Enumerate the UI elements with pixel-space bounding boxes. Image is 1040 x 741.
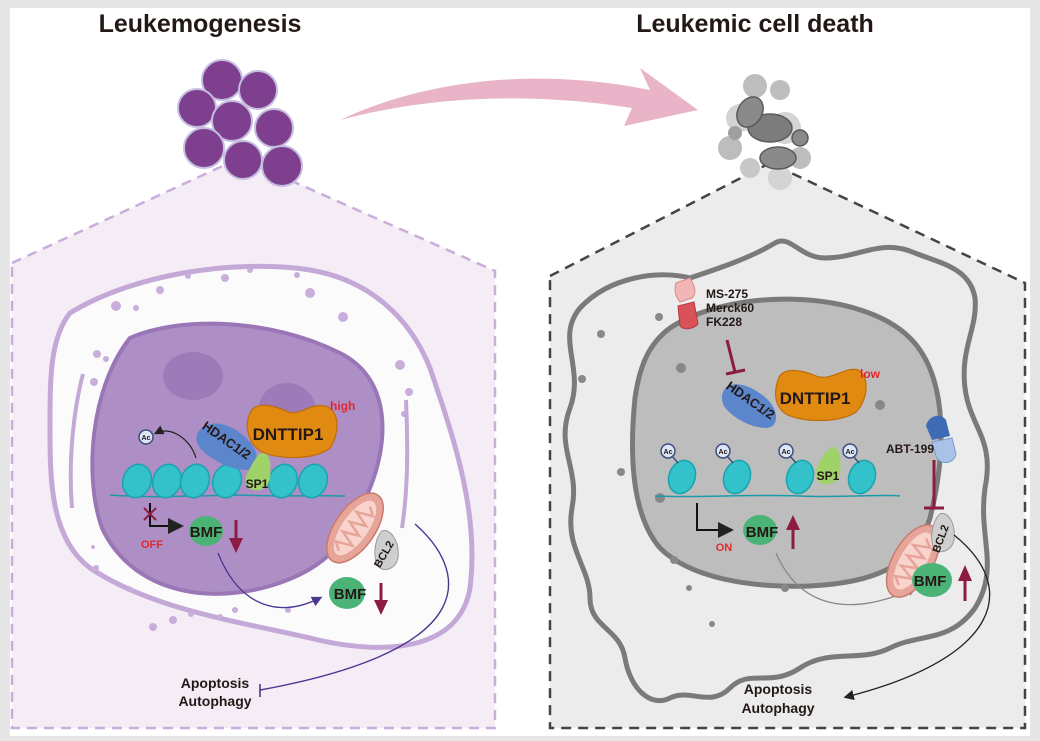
- down-arrow-head: [374, 600, 388, 615]
- bmf-cytoplasm-label: BMF: [334, 586, 367, 603]
- mitochondrion-icon: [326, 492, 384, 564]
- figure-svg: Leukemogenesis Leukemic cell death: [10, 10, 1027, 730]
- sp1-label: SP1: [817, 469, 840, 483]
- right-panel-title: Leukemic cell death: [636, 10, 874, 38]
- acetyl-group-icon: [138, 429, 154, 445]
- deacetylation-arrow: [153, 425, 197, 459]
- bmf-nucleus-label: BMF: [190, 524, 223, 541]
- dnttip1-label: DNTTIP1: [253, 425, 324, 444]
- er-membrane: [68, 373, 85, 509]
- bcl2-protein-icon: [374, 529, 399, 571]
- drug-label-ms275: MS-275: [706, 287, 748, 301]
- bcl2-inhibitor-label: ABT-199: [886, 442, 934, 456]
- acetyl-label: Ac: [142, 435, 151, 442]
- acetyl-label: Ac: [782, 449, 791, 456]
- left-panel-title: Leukemogenesis: [99, 10, 302, 38]
- dna-strand: [654, 494, 901, 498]
- hdac-inhibitor-capsule-icon: [674, 277, 699, 330]
- bmf-protein-icon: [912, 563, 952, 597]
- er-membrane: [400, 399, 410, 529]
- outcome-label-line2: Autophagy: [178, 693, 251, 709]
- transcription-start-arrow: [696, 503, 734, 538]
- drug-label-merck60: Merck60: [706, 301, 754, 315]
- outcome-label-line2: Autophagy: [741, 700, 814, 716]
- leukemic-cell-cluster-icon: [177, 59, 303, 187]
- outcome-label-line1: Apoptosis: [181, 675, 250, 691]
- up-arrow-head: [786, 515, 800, 530]
- up-arrow-head: [958, 565, 972, 581]
- sp1-protein-icon: [245, 452, 271, 491]
- bmf-translocation-arrow: [775, 552, 918, 606]
- bmf-protein-icon: [743, 515, 777, 545]
- abt199-capsule-icon: [926, 415, 957, 463]
- sp1-protein-icon: [815, 447, 841, 485]
- inhibition-line: [725, 339, 737, 373]
- outcome-label-line1: Apoptosis: [744, 681, 813, 697]
- acetyl-label: Ac: [846, 449, 855, 456]
- bmf-nucleus-label: BMF: [746, 524, 779, 541]
- transcription-state-label: ON: [716, 542, 733, 554]
- inhibition-line: [259, 523, 450, 691]
- down-arrow-head: [229, 538, 243, 553]
- bmf-protein-icon: [329, 577, 365, 609]
- drug-label-fk228: FK228: [706, 315, 742, 329]
- dnttip1-protein-icon: [775, 368, 867, 422]
- figure-canvas: Leukemogenesis Leukemic cell death: [10, 8, 1030, 736]
- acetyl-label: Ac: [664, 449, 673, 456]
- left-panel: Ac HDAC1/2 SP1 DNTTIP1 high OFF BMF BCL: [10, 59, 497, 730]
- hdac-protein-icon: [196, 423, 257, 470]
- right-panel: MS-275 Merck60 FK228 HDAC1/2 DNTTIP1 low: [548, 74, 1027, 730]
- bmf-translocation-arrow: [217, 552, 323, 609]
- acetylated-nucleosomes: [660, 443, 877, 495]
- activation-arrow: [843, 534, 991, 701]
- dnttip1-label: DNTTIP1: [780, 389, 851, 408]
- bmf-cytoplasm-label: BMF: [914, 573, 947, 590]
- dnttip1-protein-icon: [246, 404, 338, 459]
- sp1-label: SP1: [246, 477, 269, 491]
- transcription-start-arrow: [149, 503, 184, 534]
- dnttip1-level-label: low: [860, 367, 881, 381]
- bmf-protein-icon: [189, 516, 223, 546]
- inhibition-bar: [725, 368, 746, 376]
- right-nucleus: [630, 296, 944, 589]
- bcl2-protein-icon: [931, 512, 955, 553]
- transcription-state-label: OFF: [141, 539, 163, 551]
- nucleosomes: [121, 463, 329, 499]
- blocked-x-icon: [143, 507, 157, 521]
- acetyl-label: Ac: [719, 449, 728, 456]
- cytoplasm-vesicles: [90, 267, 413, 631]
- nucleolus: [163, 352, 223, 400]
- transition-arrow: [340, 68, 698, 126]
- dead-cell-debris-icon: [718, 74, 811, 190]
- dnttip1-level-label: high: [330, 399, 355, 413]
- hdac-protein-icon: [721, 384, 777, 428]
